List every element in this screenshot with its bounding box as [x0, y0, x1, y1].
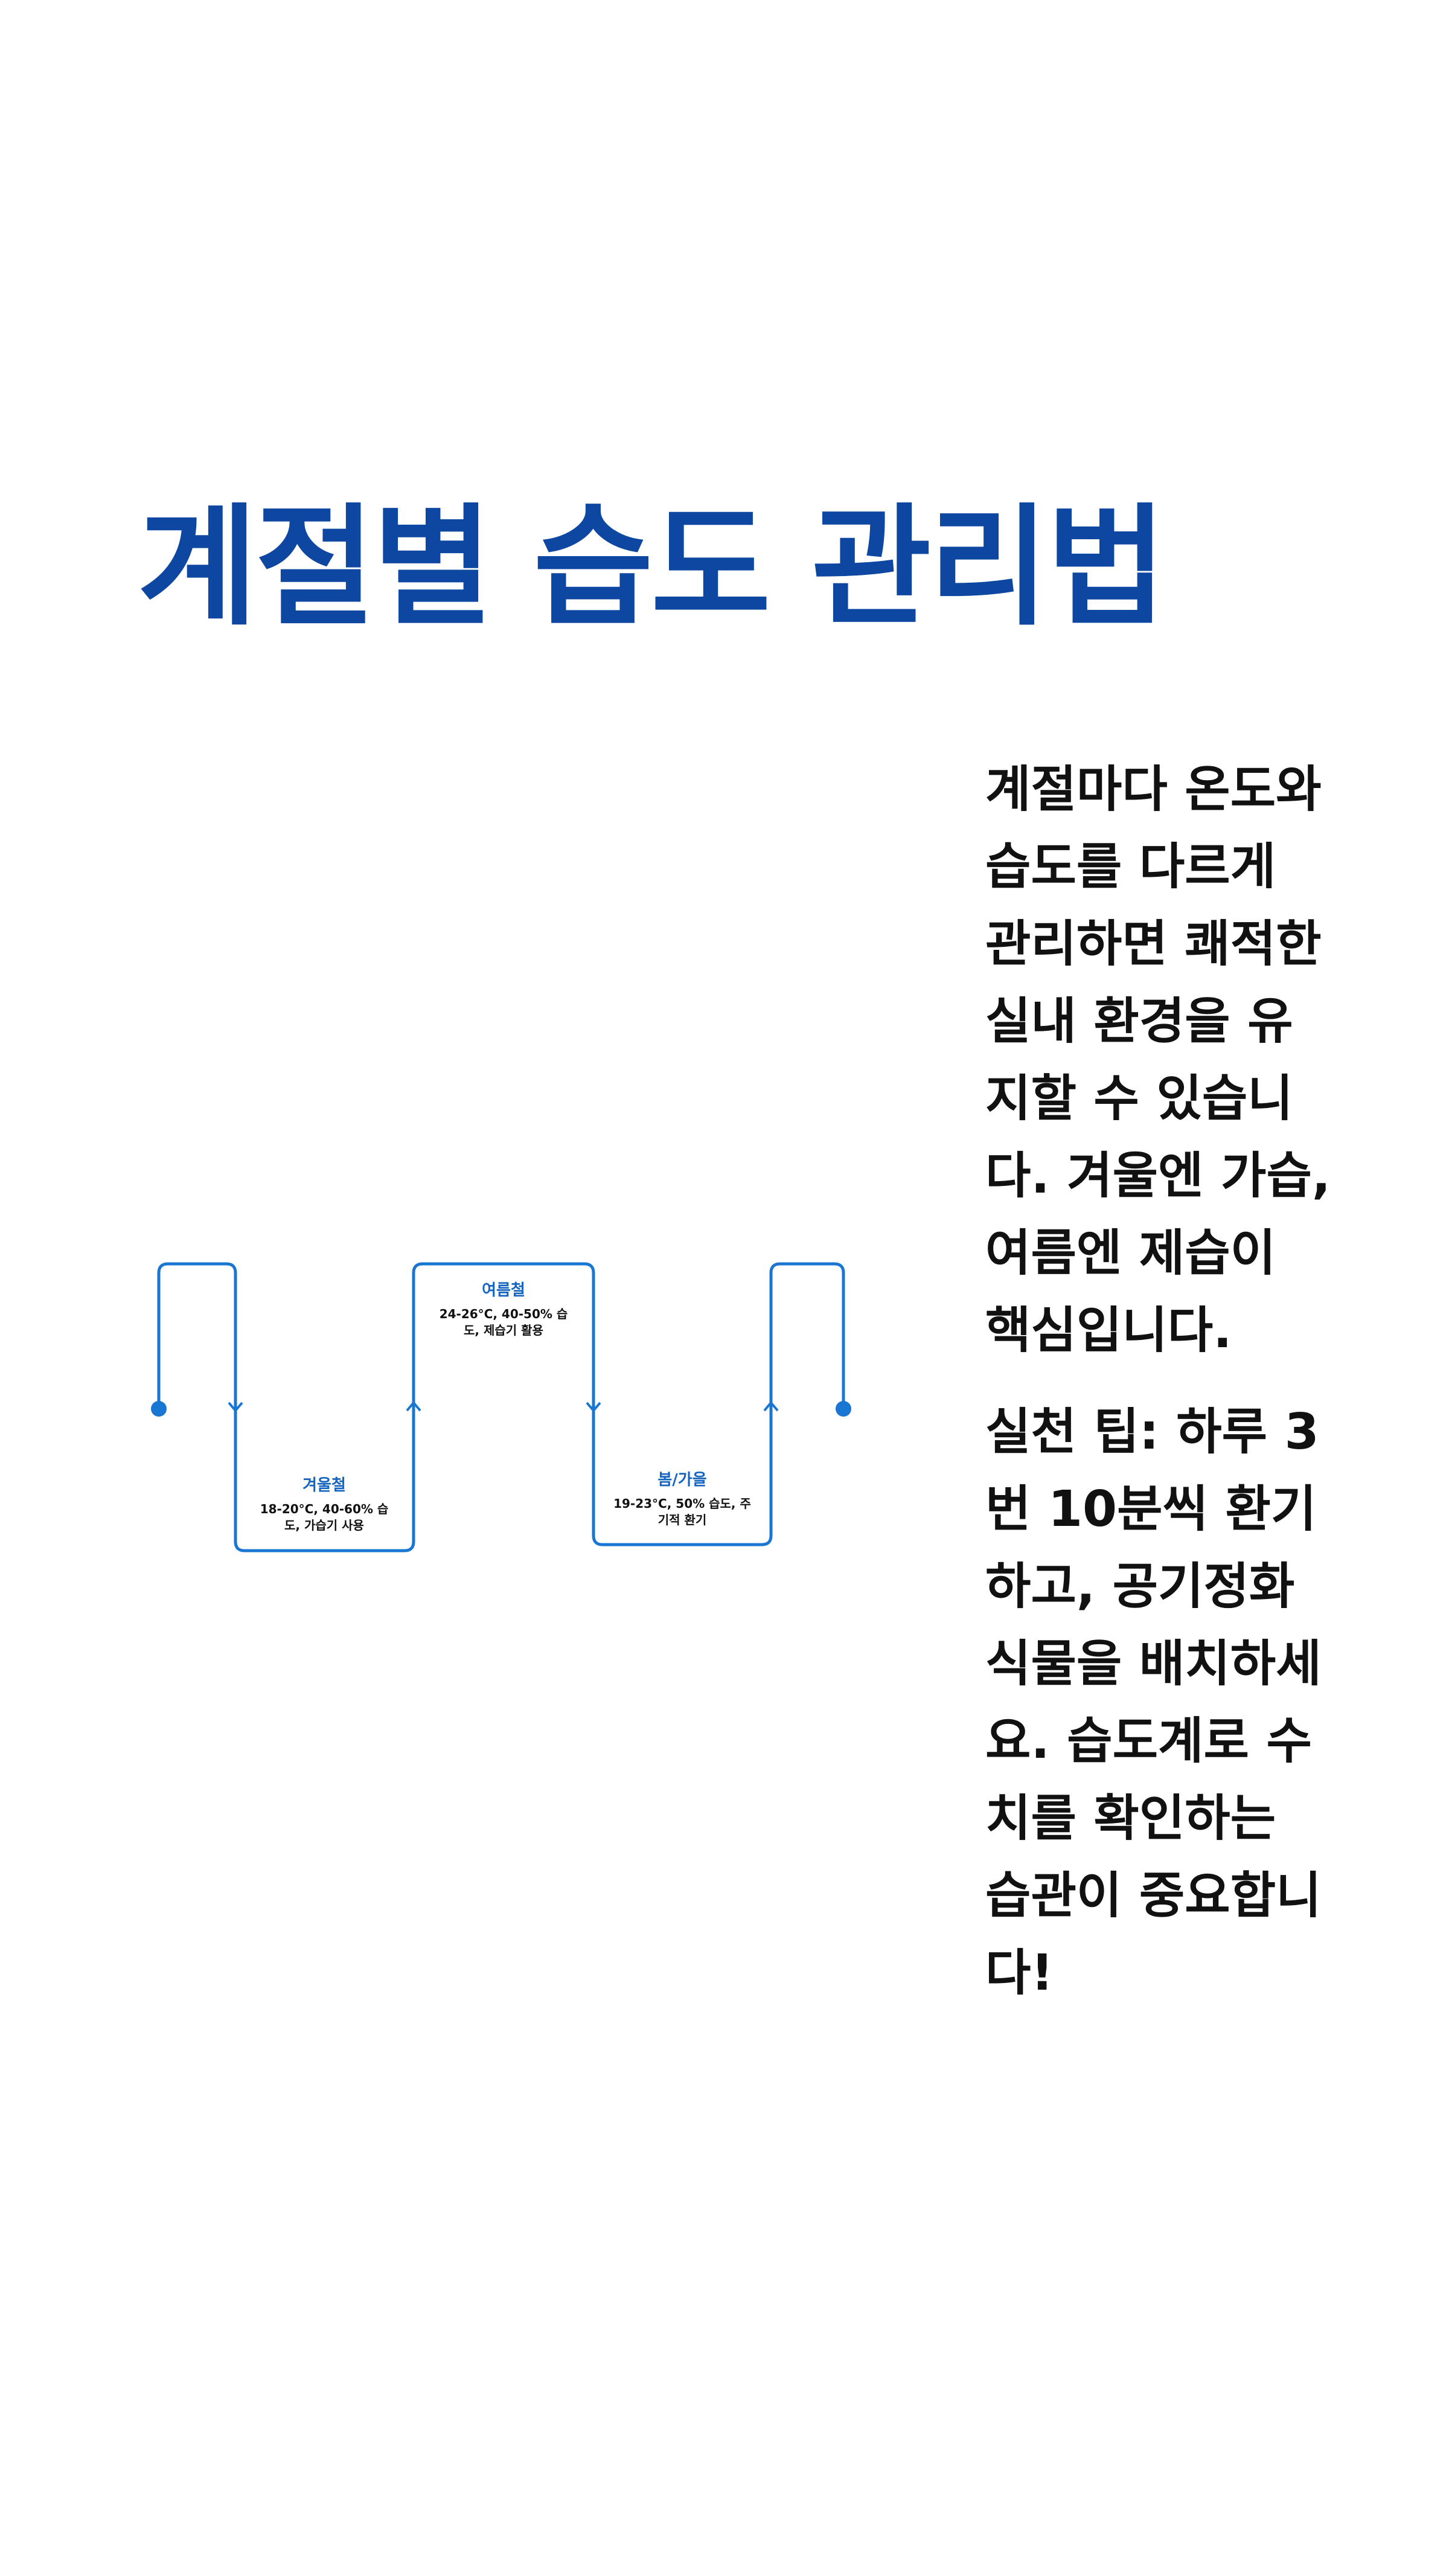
stage-winter: 겨울철 18-20°C, 40-60% 습 도, 가습기 사용	[260, 1476, 389, 1533]
stage-summer: 여름철 24-26°C, 40-50% 습 도, 제습기 활용	[440, 1281, 568, 1338]
stage-desc: 도, 가습기 사용	[284, 1518, 364, 1533]
arrow-down-icon	[586, 1402, 601, 1413]
intro-paragraph: 계절마다 온도와 습도를 다르게 관리하면 쾌적한 실내 환경을 유지할 수 있…	[985, 761, 1331, 1359]
page-title: 계절별 습도 관리법	[138, 492, 1166, 643]
stage-desc: 도, 제습기 활용	[464, 1323, 543, 1338]
arrow-up-icon	[763, 1400, 779, 1412]
arrow-down-icon	[228, 1402, 243, 1413]
stage-spring-autumn: 봄/가을 19-23°C, 50% 습도, 주 기적 환기	[613, 1471, 751, 1527]
stage-title: 봄/가을	[657, 1471, 706, 1489]
stage-desc: 24-26°C, 40-50% 습	[440, 1307, 568, 1321]
end-node	[836, 1401, 851, 1417]
start-node	[151, 1401, 167, 1417]
stage-desc: 19-23°C, 50% 습도, 주	[613, 1496, 751, 1511]
tips-paragraph: 실천 팁: 하루 3번 10분씩 환기하고, 공기정화 식물을 배치하세요. 습…	[985, 1403, 1322, 2002]
stage-desc: 18-20°C, 40-60% 습	[260, 1502, 389, 1516]
stage-title: 여름철	[482, 1281, 525, 1299]
stage-desc: 기적 환기	[658, 1513, 707, 1527]
stage-title: 겨울철	[302, 1476, 346, 1495]
body-text: 계절마다 온도와 습도를 다르게 관리하면 쾌적한 실내 환경을 유지할 수 있…	[985, 751, 1335, 2036]
arrow-up-icon	[406, 1400, 421, 1412]
flow-path	[157, 1262, 845, 1552]
